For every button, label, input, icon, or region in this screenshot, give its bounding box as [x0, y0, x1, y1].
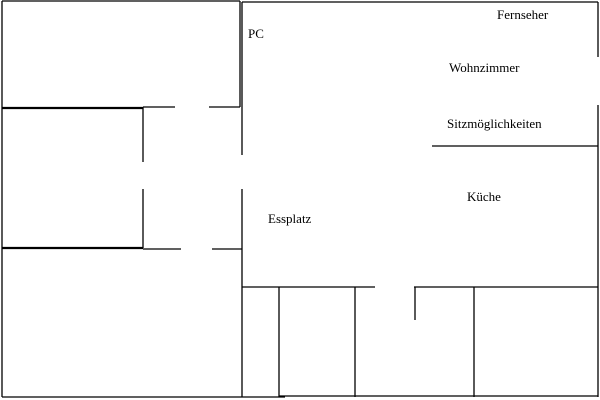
label-essplatz: Essplatz [268, 211, 312, 226]
label-fernseher: Fernseher [497, 7, 549, 22]
label-pc: PC [248, 26, 264, 41]
room-labels: PC Fernseher Wohnzimmer Sitzmöglichkeite… [248, 7, 549, 226]
label-kueche: Küche [467, 189, 501, 204]
label-wohnzimmer: Wohnzimmer [449, 60, 520, 75]
label-sitzmoeglichkeiten: Sitzmöglichkeiten [447, 116, 542, 131]
